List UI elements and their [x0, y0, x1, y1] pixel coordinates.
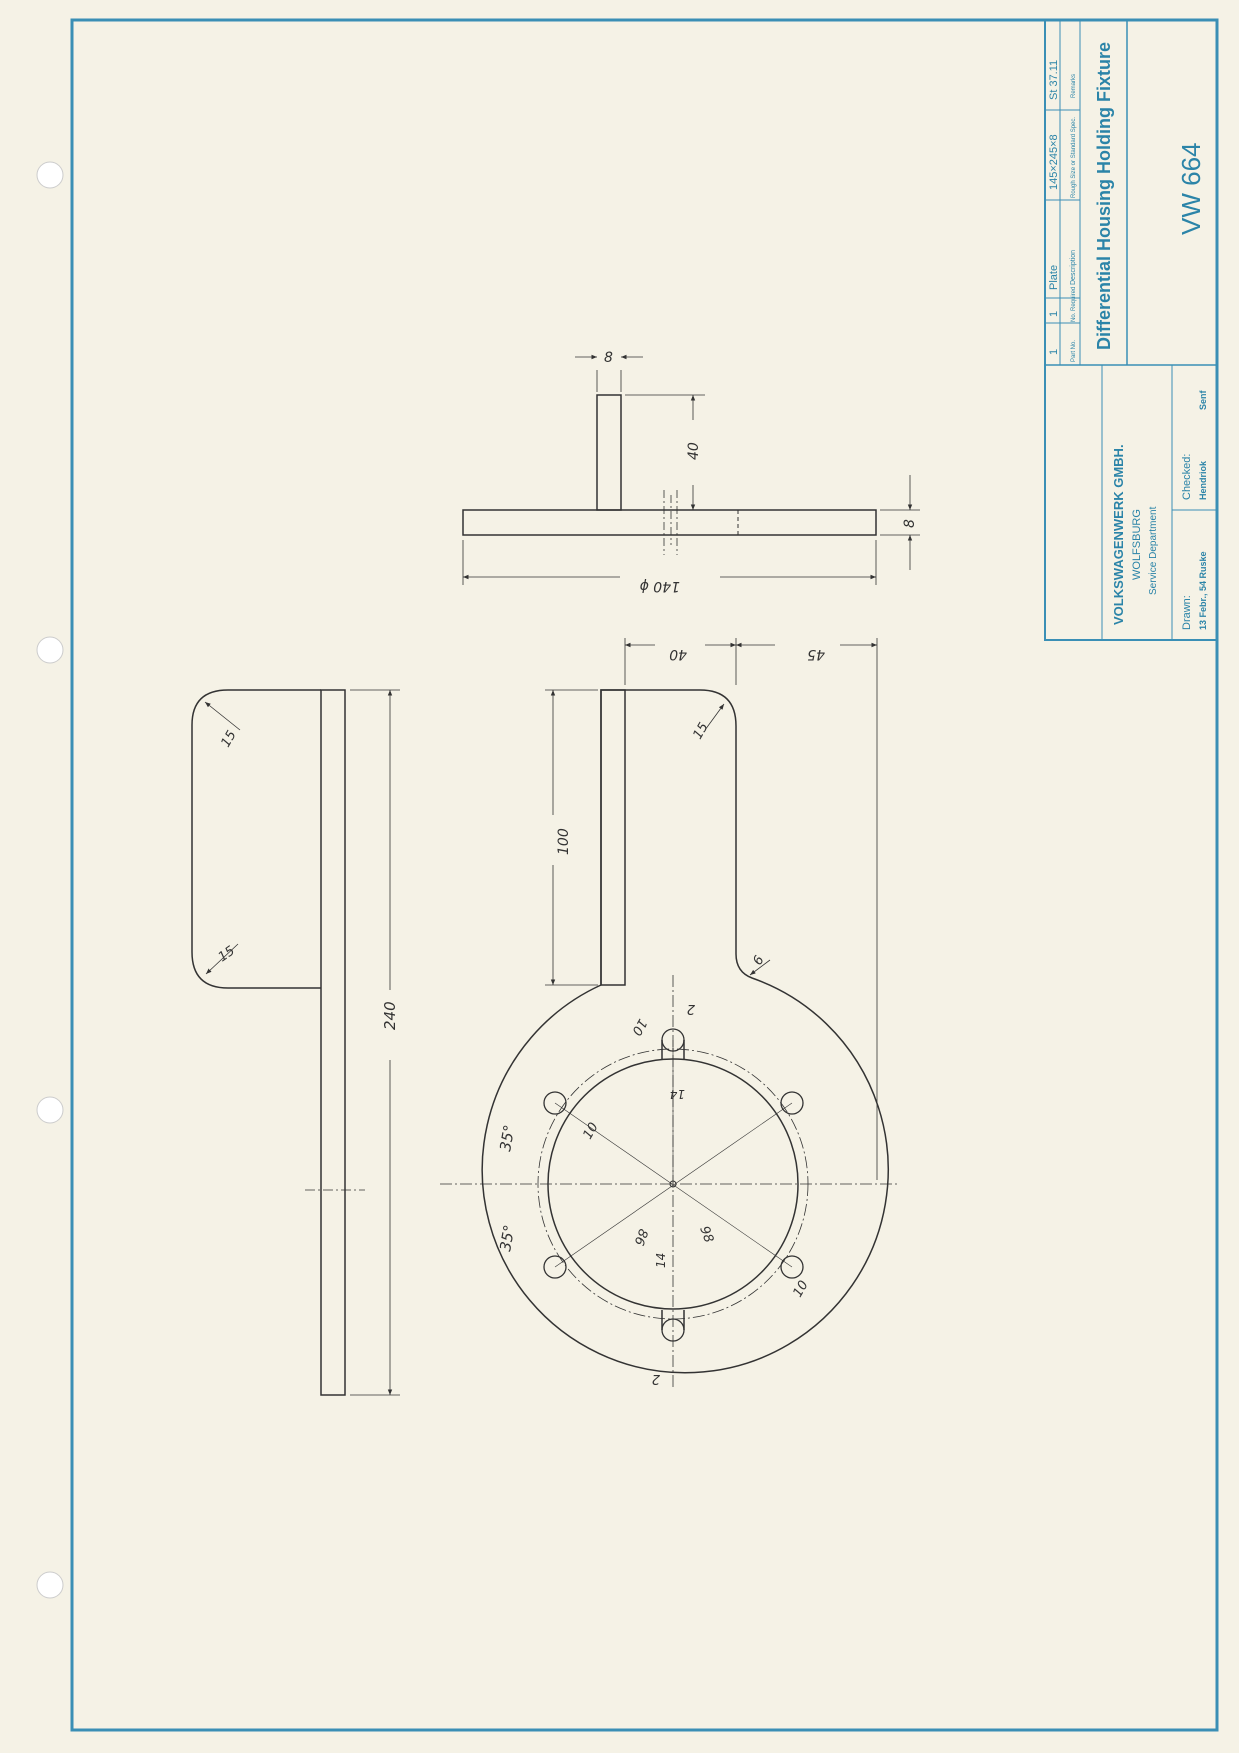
sheet-border — [70, 18, 1219, 1732]
dim-arm-40: 40 — [669, 646, 687, 662]
no-required-value: 1 — [1048, 311, 1060, 317]
front-view — [440, 638, 900, 1390]
no-required-label: No. Required — [1071, 287, 1077, 322]
drawing-title: Differential Housing Holding Fixture — [1094, 42, 1114, 350]
drawn-label: Drawn: — [1181, 595, 1193, 630]
rough-size-label: Rough Size or Standard Spec. — [1071, 117, 1077, 198]
company-city: WOLFSBURG — [1131, 509, 1143, 580]
dim-slot-14-top: 14 — [670, 1087, 685, 1101]
punch-hole-1 — [36, 161, 64, 189]
top-view — [462, 354, 920, 585]
checked-label: Checked: — [1181, 454, 1193, 500]
punch-hole-2 — [36, 636, 64, 664]
side-view — [191, 689, 400, 1396]
description-label: Description — [1070, 250, 1077, 285]
remarks-label: Remarks — [1071, 74, 1077, 98]
dim-dia-86: 86 — [631, 1227, 651, 1248]
dim-slot-gap-bottom: 2 — [652, 1371, 660, 1386]
dim-top-height: 40 — [686, 442, 702, 460]
dim-slot-10-right: 10 — [790, 1278, 811, 1300]
dim-angle-bottom: 35° — [496, 1223, 518, 1252]
checked-value: Hendriok — [1198, 460, 1208, 500]
slots — [543, 1028, 804, 1342]
remarks-value: St 37.11 — [1048, 60, 1060, 100]
punch-hole-3 — [36, 1096, 64, 1124]
dim-slot-gap-top: 2 — [687, 1001, 695, 1016]
dim-angle-top: 35° — [496, 1123, 518, 1152]
part-no-value: 1 — [1048, 349, 1060, 355]
dim-dia-98: 98 — [696, 1224, 716, 1245]
dim-plate-thickness: 8 — [902, 519, 918, 528]
department-name: Service Department — [1148, 506, 1159, 595]
dim-slot-14-bottom: 14 — [654, 1253, 668, 1268]
approved-value: Senf — [1198, 389, 1208, 410]
dim-arm-corner: 6 — [750, 953, 767, 968]
company-name: VOLKSWAGENWERK GMBH. — [1111, 444, 1126, 625]
description-value: Plate — [1048, 265, 1060, 290]
dim-top-diameter: 140 ϕ — [640, 578, 680, 594]
title-block: 1 1 Plate 145×245×8 St 37.11 Part No. No… — [1044, 19, 1218, 641]
dim-slot-width-top: 10 — [628, 1016, 649, 1038]
tool-number: VW 664 — [1176, 143, 1206, 236]
dim-arm-45: 45 — [807, 646, 825, 662]
dim-arm-100: 100 — [556, 828, 572, 855]
dim-top-thickness: 8 — [604, 350, 613, 366]
part-no-label: Part No. — [1071, 340, 1077, 362]
dim-slot-10-left: 10 — [580, 1120, 601, 1142]
punch-hole-4 — [36, 1571, 64, 1599]
dim-arm-radius: 15 — [690, 720, 711, 742]
dim-left-radius-top: 15 — [218, 728, 239, 750]
rough-size-value: 145×245×8 — [1048, 134, 1060, 190]
drawn-value: 13 Febr., 54 Ruske — [1198, 551, 1208, 630]
dim-left-length: 240 — [381, 1001, 399, 1030]
